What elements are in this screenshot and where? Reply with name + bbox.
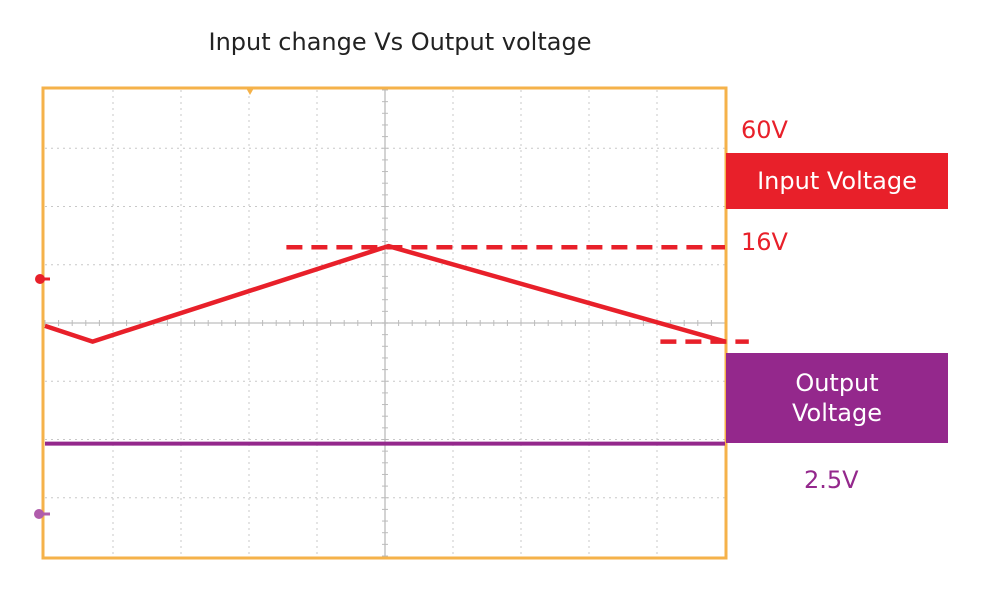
plot-frame (41, 86, 728, 560)
ref-label-16v: 16V (741, 228, 788, 256)
series-group (44, 243, 726, 446)
channel1-marker (35, 274, 45, 284)
channel2-marker (34, 509, 44, 519)
output-voltage-label-line2: Voltage (791, 399, 883, 427)
input-voltage-legend: Input Voltage (726, 153, 948, 209)
trigger-marker (246, 88, 254, 95)
ref-label-60v: 60V (741, 116, 788, 144)
chart-title: Input change Vs Output voltage (208, 28, 592, 56)
output-voltage-value: 2.5V (804, 466, 859, 494)
input-voltage-label: Input Voltage (757, 167, 917, 195)
grid (44, 89, 726, 557)
output-voltage-label-line1: Output (795, 369, 879, 397)
series-line-input-voltage (44, 243, 726, 344)
reference-lines (286, 245, 749, 344)
output-voltage-legend: Output Voltage (726, 353, 948, 443)
